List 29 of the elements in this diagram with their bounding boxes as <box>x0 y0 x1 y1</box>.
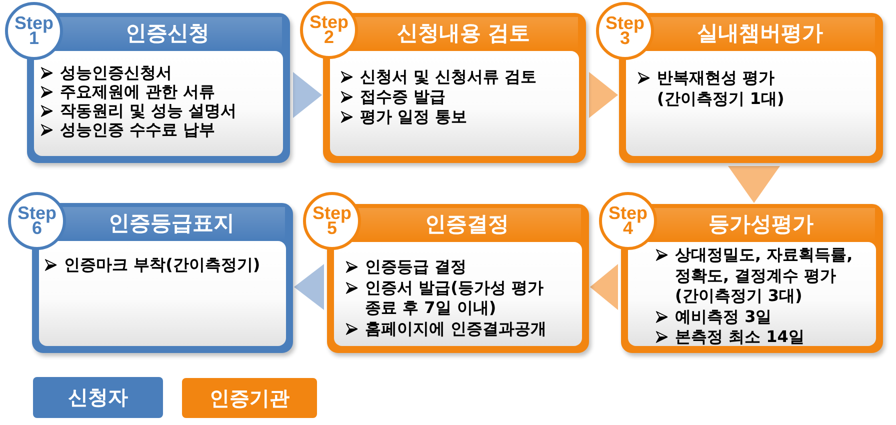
step-label: Step 4 <box>607 206 648 236</box>
card-title: 인증결정 <box>353 208 581 241</box>
list-item: 예비측정 3일 <box>675 306 772 327</box>
flow-arrow <box>590 264 618 310</box>
list-item: 성능인증신청서 <box>60 63 172 82</box>
step-label: Step 5 <box>311 206 352 236</box>
step-label: Step 3 <box>604 16 646 46</box>
step-label: Step 1 <box>13 16 54 46</box>
list-item: 인증등급 결정 <box>365 257 467 278</box>
list-item: 반복재현성 평가 (간이측정기 1대) <box>657 67 786 109</box>
list-item: 홈페이지에 인증결과공개 <box>365 318 547 339</box>
list-item: 인증서 발급(등가성 평가 종료 후 7일 이내) <box>365 278 544 318</box>
flow-arrow <box>293 72 322 118</box>
flow-arrow <box>589 72 618 118</box>
list-item: 접수증 발급 <box>360 87 446 107</box>
flow-arrow <box>294 264 324 310</box>
step-label: Step 2 <box>308 15 350 45</box>
list-item: 인증마크 부착(간이측정기) <box>64 255 260 275</box>
list-item: 작동원리 및 성능 설명서 <box>60 101 237 120</box>
list-item: 평가 일정 통보 <box>360 107 468 127</box>
flow-arrow <box>728 166 780 203</box>
list-item: 본측정 최소 14일 <box>675 327 804 348</box>
list-item: 상대정밀도, 자료획득률, 정확도, 결정계수 평가 (간이측정기 3대) <box>675 245 854 306</box>
list-item: 주요제원에 관한 서류 <box>60 82 216 101</box>
step-label: Step 6 <box>16 206 58 236</box>
list-item: 신청서 및 신청서류 검토 <box>360 67 537 87</box>
legend-label: 신청자 <box>68 384 128 411</box>
legend-label: 인증기관 <box>210 384 290 412</box>
list-item: 성능인증 수수료 납부 <box>60 120 216 139</box>
